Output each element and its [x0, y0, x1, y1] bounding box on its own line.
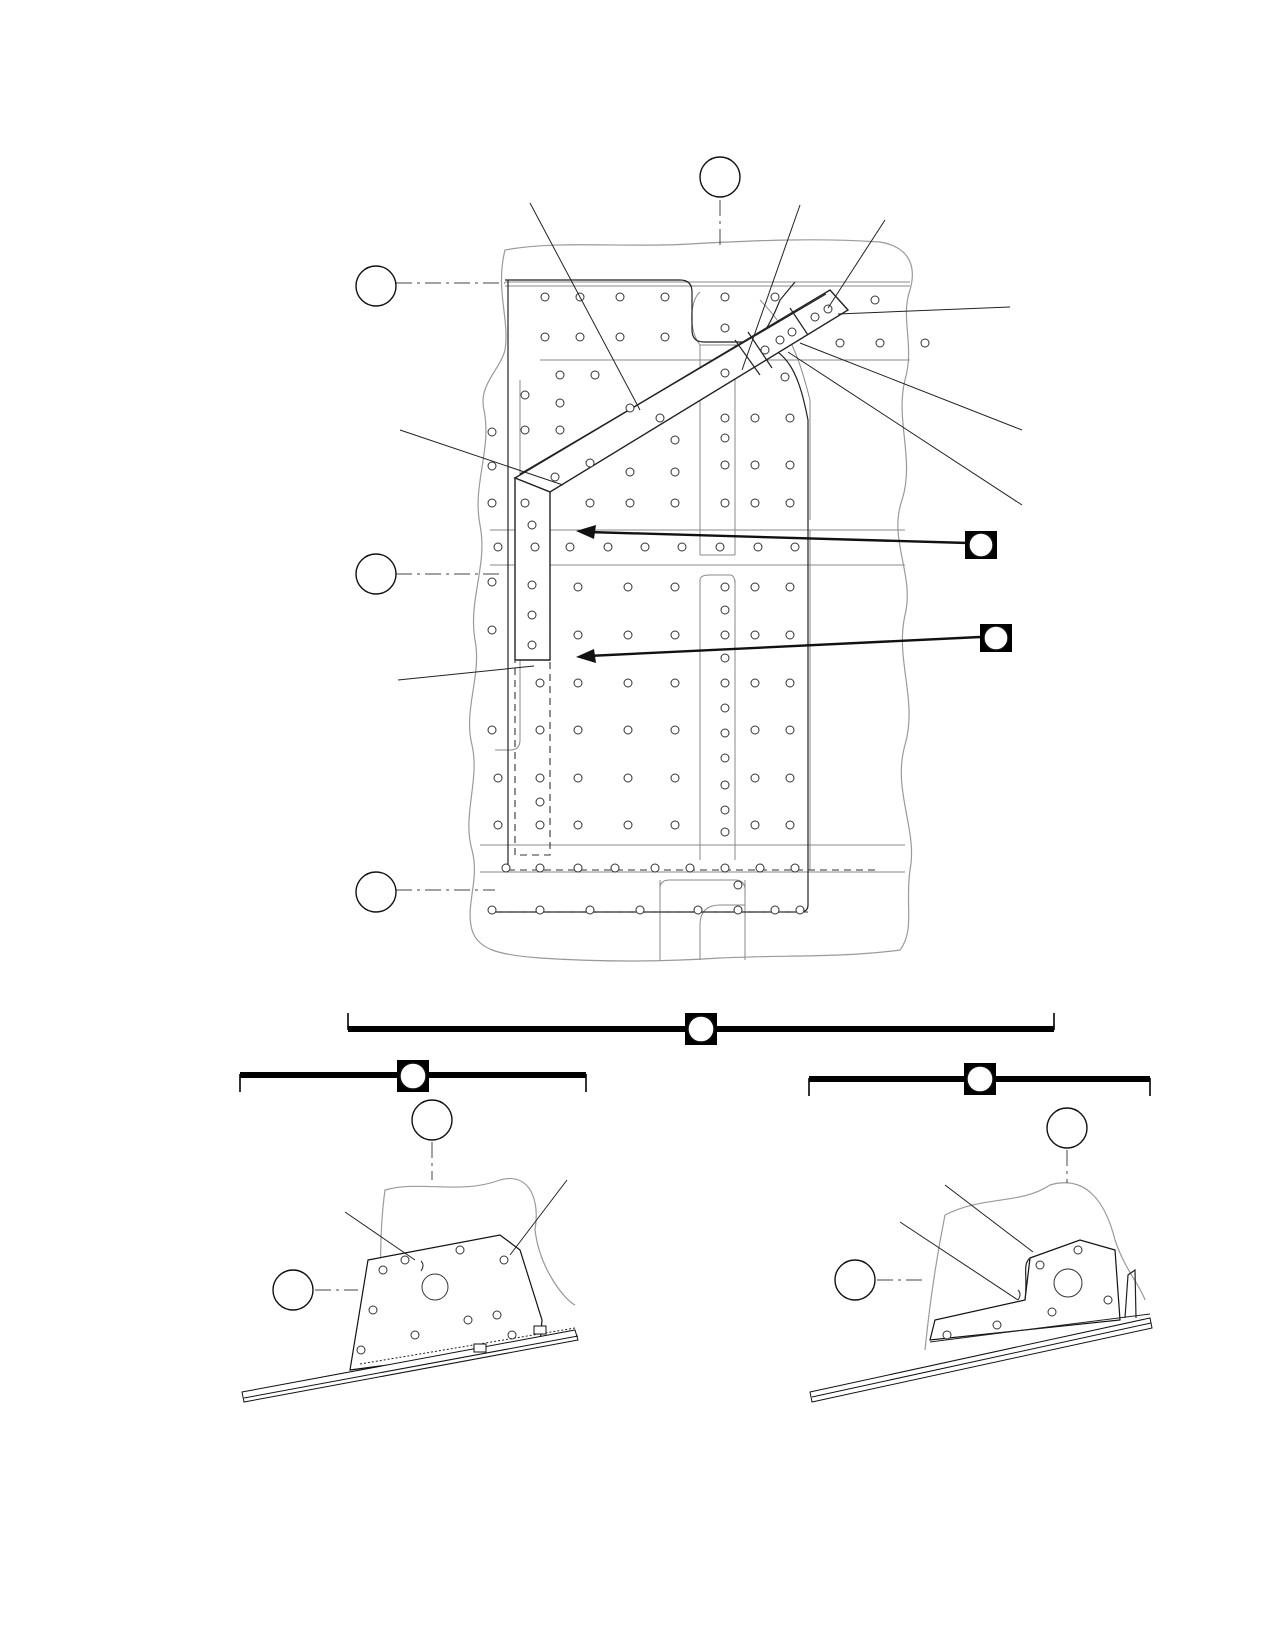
callout-bubble-left-upper [355, 265, 397, 307]
section-bars [239, 1013, 1151, 1096]
center-lines [396, 200, 721, 891]
structure-lines [480, 281, 910, 960]
skin-break-outline [468, 239, 913, 962]
vertical-strap [514, 476, 551, 661]
view-arrows [576, 525, 981, 663]
plan-view [355, 156, 1023, 962]
fastener-holes [487, 292, 930, 915]
callout-bubble-top [699, 156, 741, 198]
section-bar-right-bubble [966, 1065, 994, 1093]
callout-bubble-left-lower [355, 871, 397, 913]
section-view-left [241, 1099, 579, 1403]
section-view-right [809, 1107, 1153, 1403]
leader-lines [397, 202, 1023, 681]
section-bar-main-bubble [687, 1015, 715, 1043]
callout-bubble-left-middle [355, 553, 397, 595]
section-bar-left-bubble [399, 1062, 427, 1090]
callout-bubbles [355, 156, 1012, 913]
